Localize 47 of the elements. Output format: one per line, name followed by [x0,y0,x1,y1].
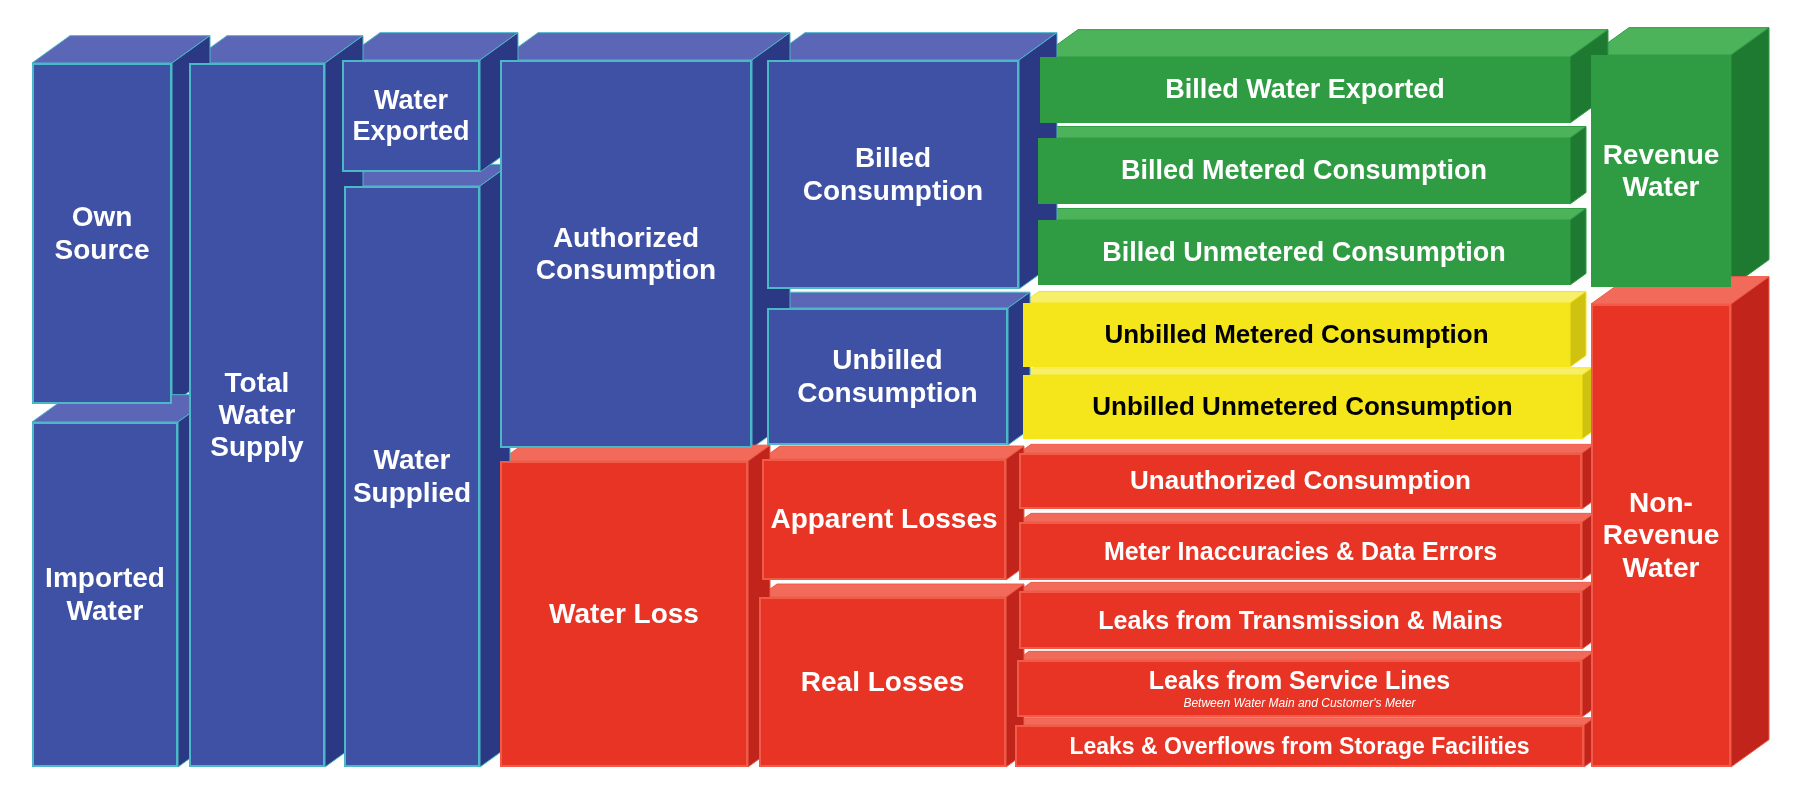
block-label: Total Water Supply [209,366,305,464]
block-face [189,63,325,767]
block-label: Unbilled Metered Consumption [1103,320,1490,350]
block-label: Billed Metered Consumption [1120,155,1488,187]
block-face [1591,304,1731,767]
block-face [767,308,1008,445]
block-label: Imported Water [44,562,166,627]
block-label: Leaks from Service Lines [1147,666,1452,695]
block-face [1038,220,1570,285]
block-label: Own Source [53,201,151,266]
block-face [32,63,172,404]
block-note: Between Water Main and Customer's Meter [1183,694,1416,711]
block-label: Unauthorized Consumption [1129,466,1472,496]
block-label: Water Exported [351,84,471,148]
block-label: Unbilled Unmetered Consumption [1091,392,1514,422]
block-face [344,186,480,767]
block-face [1038,138,1570,204]
block-face [1591,55,1731,287]
block-face [1017,660,1582,717]
block-face [1019,522,1582,580]
block-label: Meter Inaccuracies & Data Errors [1102,536,1499,566]
block-label: Water Supplied [351,444,473,509]
block-label: Billed Unmetered Consumption [1101,236,1507,268]
block-face [342,60,480,172]
block-face [1015,725,1584,767]
block-face [1023,375,1582,439]
block-face [500,60,752,448]
block-label: Revenue Water [1601,138,1721,204]
block-label: Billed Consumption [801,142,985,207]
block-label: Leaks & Overflows from Storage Facilities [1068,732,1531,760]
block-label: Billed Water Exported [1164,74,1446,106]
block-face [1019,591,1582,649]
block-face [759,597,1006,767]
block-label: Unbilled Consumption [796,344,979,409]
block-label: Apparent Losses [769,503,999,536]
block-face [1019,453,1582,509]
block-label: Real Losses [799,665,966,699]
block-face [1023,303,1570,367]
block-face [767,60,1019,289]
block-label: Non-Revenue Water [1601,487,1721,584]
block-face [500,461,748,767]
block-label: Water Loss [548,597,700,631]
block-face [1040,57,1570,123]
block-label: Leaks from Transmission & Mains [1097,605,1504,635]
block-label: Authorized Consumption [534,221,718,287]
block-face [32,422,178,767]
block-face [762,459,1006,580]
